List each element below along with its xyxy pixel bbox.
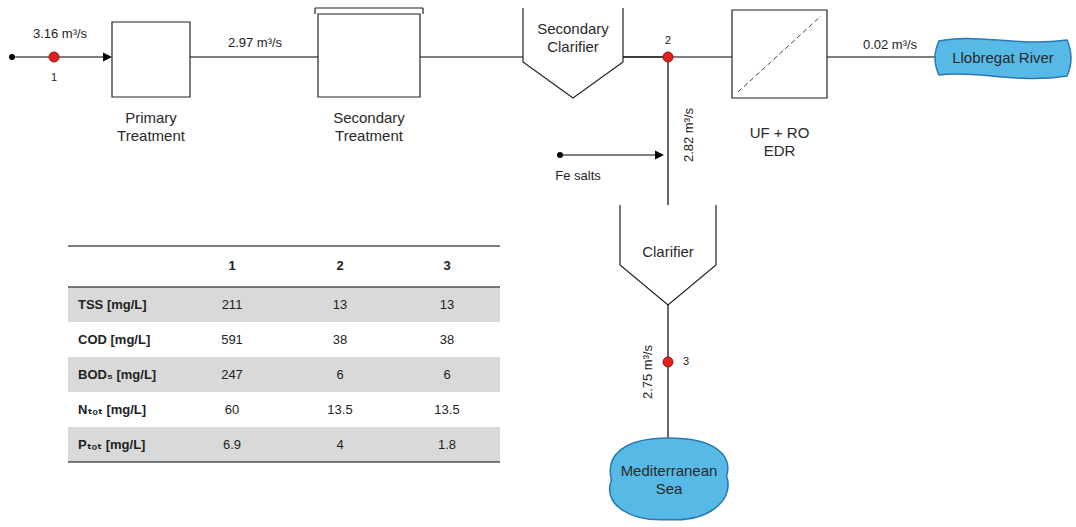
table-header: 2 <box>336 258 343 274</box>
table-row-label: BOD₅ [mg/L] <box>78 367 156 383</box>
table-rule <box>68 286 500 287</box>
sample-point <box>663 52 673 62</box>
table-cell: 211 <box>222 297 243 313</box>
table-row-label: Nₜₒₜ [mg/L] <box>78 402 146 418</box>
table-cell: 13.5 <box>327 402 352 418</box>
process-tank: Secondary Treatment <box>318 14 420 97</box>
point-number: 3 <box>683 355 689 368</box>
sample-point <box>49 52 59 62</box>
reagent-arrow <box>557 151 664 160</box>
clarifier-tank: Secondary Clarifier <box>523 8 623 98</box>
table-cell: 4 <box>336 437 343 453</box>
clarifier-tank: Clarifier <box>620 205 716 305</box>
process-box-shape <box>112 22 190 97</box>
table-cell: 13 <box>440 297 454 313</box>
point-number: 1 <box>51 71 57 84</box>
process-box: Primary Treatment <box>112 22 190 97</box>
table-row-label: COD [mg/L] <box>78 332 150 348</box>
shape-label: Llobregat River <box>952 49 1054 67</box>
table-cell: 60 <box>225 402 239 418</box>
flow-pipe <box>190 56 318 57</box>
table-band <box>68 427 500 462</box>
membrane-line <box>738 16 821 92</box>
table-row-label: Pₜₒₜ [mg/L] <box>78 437 145 453</box>
shape-label: Clarifier <box>642 243 694 261</box>
shape-label: Secondary Clarifier <box>530 20 616 56</box>
table-cell: 1.8 <box>438 437 456 453</box>
table-cell: 13 <box>333 297 347 313</box>
membrane-unit-outline <box>732 10 827 98</box>
river-body: Llobregat River <box>935 38 1071 78</box>
table-header: 1 <box>228 258 235 274</box>
membrane-unit-shape <box>732 10 827 98</box>
arrow-head <box>103 53 112 62</box>
table-cell: 6 <box>336 367 343 383</box>
flow-pipe <box>667 305 668 438</box>
flow-pipe <box>623 57 668 205</box>
flow-label: 3.16 m³/s <box>33 26 87 42</box>
table-cell: 6 <box>443 367 450 383</box>
table-cell: 6.9 <box>223 437 241 453</box>
table-rule <box>68 461 500 462</box>
table-header: 3 <box>443 258 450 274</box>
unit-label: Primary Treatment <box>99 109 203 145</box>
table-row-label: TSS [mg/L] <box>78 297 147 313</box>
table-cell: 38 <box>440 332 454 348</box>
table-cell: 591 <box>221 332 243 348</box>
sea-body: Mediterranean Sea <box>605 438 733 522</box>
sample-point <box>663 357 673 367</box>
table-cell: 247 <box>221 367 243 383</box>
reagent-label: Fe salts <box>555 168 601 184</box>
river-body-shape <box>935 38 1071 78</box>
reagent-line <box>560 154 656 155</box>
process-tank-shape <box>315 8 423 97</box>
arrow-head <box>655 151 664 160</box>
flow-rate: 2.75 m³/s <box>640 343 656 401</box>
membrane-unit: UF + RO EDR <box>732 10 827 98</box>
flow-rate: 2.97 m³/s <box>226 35 284 51</box>
flow-rate: 2.82 m³/s <box>681 106 697 164</box>
table-cell: 38 <box>333 332 347 348</box>
table-bands <box>68 246 500 462</box>
table-rule <box>68 245 500 246</box>
unit-label: UF + RO EDR <box>740 124 820 160</box>
process-box-outline <box>112 22 190 97</box>
table-cell: 13.5 <box>434 402 459 418</box>
sea-body-shape <box>610 438 728 520</box>
flow-rate: 0.02 m³/s <box>861 37 919 53</box>
process-tank-outline <box>318 14 420 97</box>
flow-pipe <box>420 56 523 57</box>
clarifier-tank-shape <box>523 8 623 98</box>
inlet-arrow <box>9 53 112 62</box>
point-number: 2 <box>665 34 671 47</box>
table-band <box>68 287 500 322</box>
clarifier-tank-shape <box>620 205 716 305</box>
shape-label: Mediterranean Sea <box>613 462 725 498</box>
flow-pipe <box>827 56 935 57</box>
unit-label: Secondary Treatment <box>314 109 424 145</box>
table-band <box>68 357 500 392</box>
